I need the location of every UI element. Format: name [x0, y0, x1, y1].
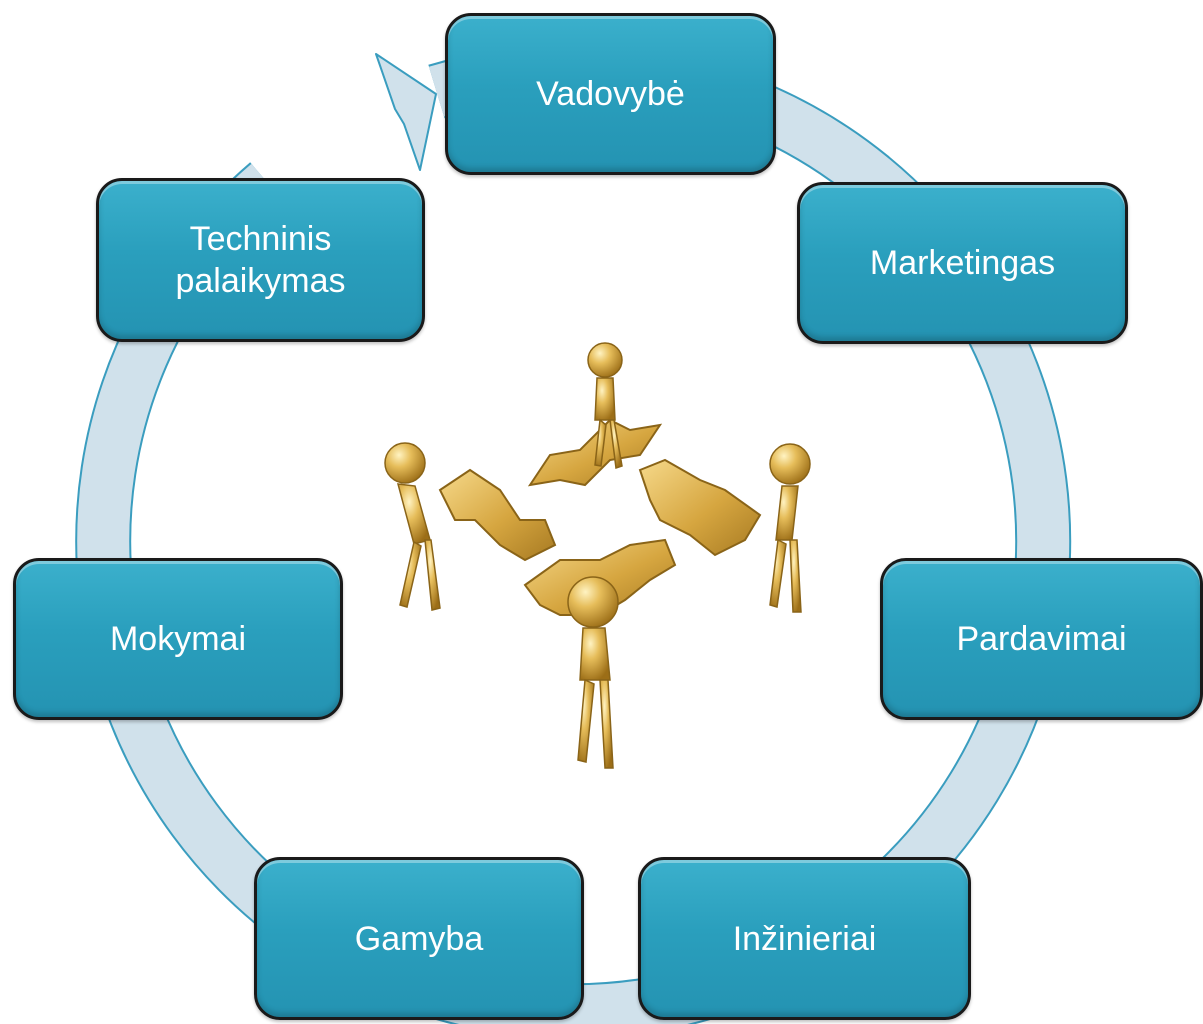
node-inzinieriai: Inžinieriai: [638, 857, 971, 1020]
node-pardavimai: Pardavimai: [880, 558, 1203, 720]
node-mokymai: Mokymai: [13, 558, 343, 720]
node-marketingas: Marketingas: [797, 182, 1128, 344]
cycle-arrowhead: [375, 53, 437, 171]
node-techninis-palaikymas: Techninis palaikymas: [96, 178, 425, 342]
node-vadovybe: Vadovybė: [445, 13, 776, 175]
teamwork-figures-icon: [384, 342, 811, 769]
node-gamyba: Gamyba: [254, 857, 584, 1020]
